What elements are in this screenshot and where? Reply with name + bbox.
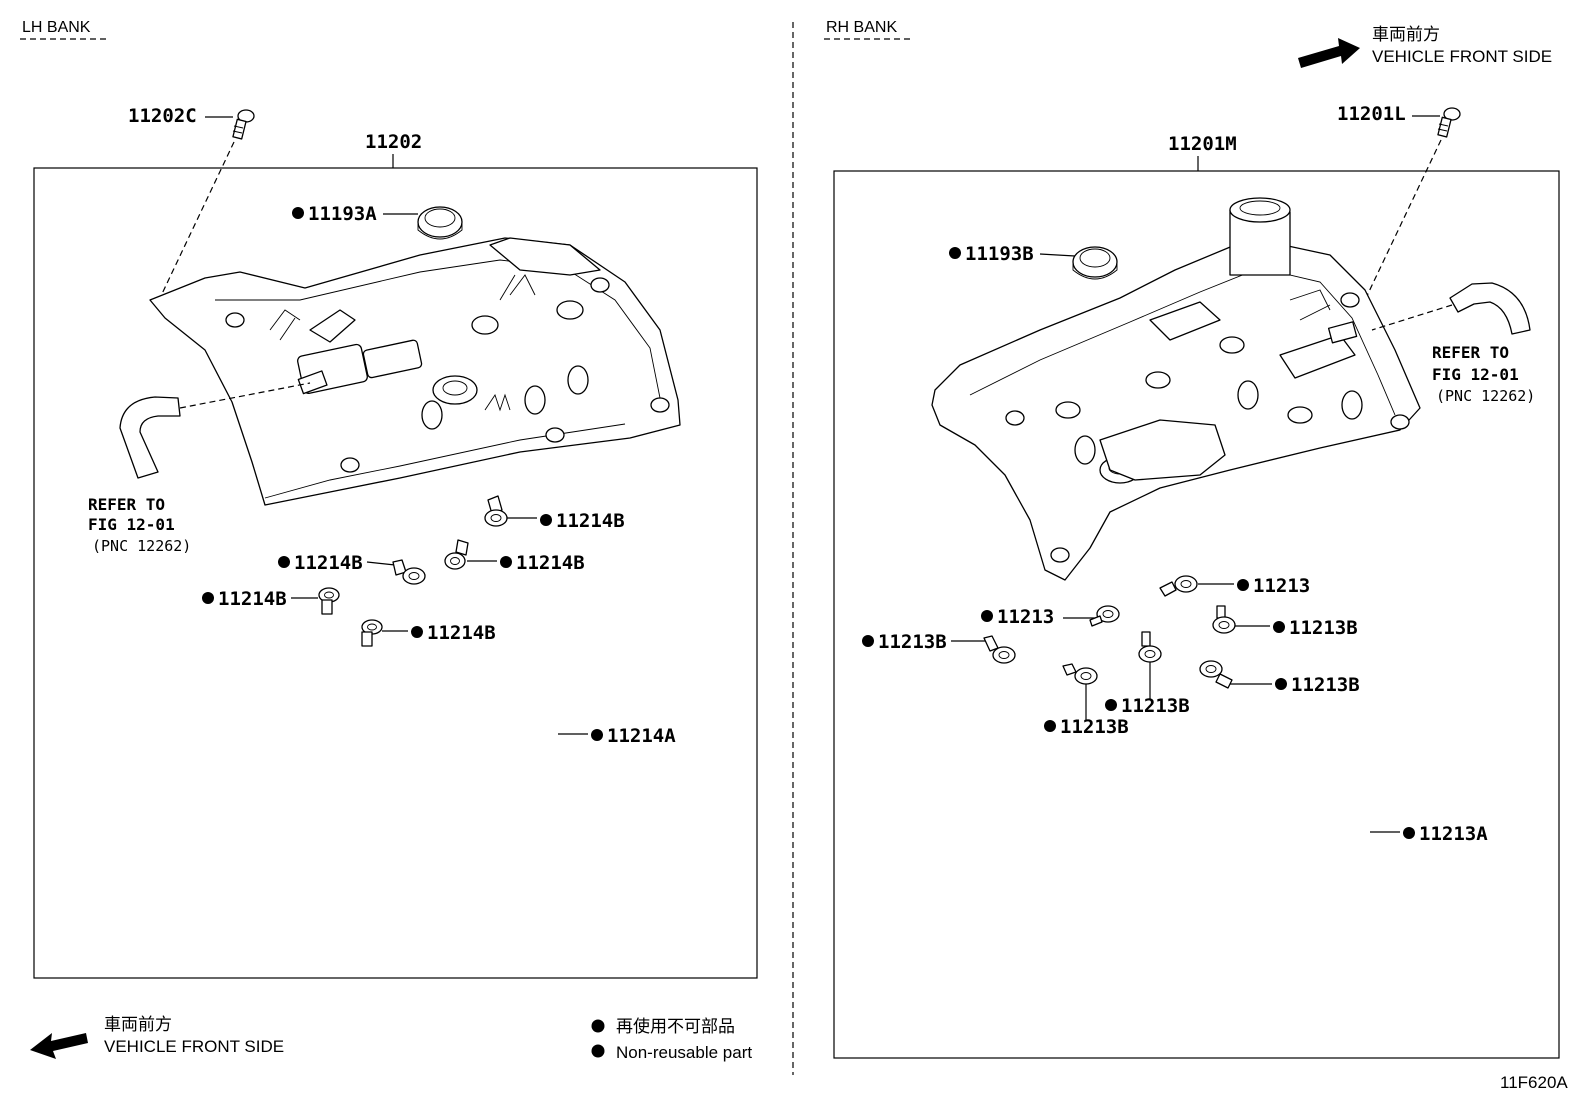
lh-cap-part-number[interactable]: 11193A: [308, 203, 377, 225]
lh-cap-seal-icon: [417, 206, 463, 240]
lh-gasket-nonreusable-dot: [591, 729, 603, 741]
lh-clip-5[interactable]: 11214B: [361, 619, 496, 647]
lh-refer-line1: REFER TO: [88, 495, 165, 514]
rh-valve-cover-icon: [931, 197, 1421, 581]
lh-clip-2-part-number: 11214B: [294, 552, 363, 574]
legend: 再使用不可部品 Non-reusable part: [591, 1016, 752, 1062]
grommet-icon: [392, 559, 426, 585]
rh-clip-1-part-number: 11213: [1253, 575, 1310, 597]
rh-refer-line2[interactable]: FIG 12-01: [1432, 365, 1519, 384]
grommet-icon: [361, 619, 383, 647]
rh-clip-7-part-number: 11213B: [1060, 716, 1129, 738]
grommet-icon: [444, 539, 469, 570]
rh-assembly-frame: [833, 170, 1560, 1059]
legend-jp: 再使用不可部品: [616, 1016, 735, 1036]
lh-clip-1[interactable]: 11214B: [484, 495, 625, 532]
rh-refer-line3: (PNC 12262): [1436, 387, 1535, 405]
rh-clip-6[interactable]: 11213B: [1105, 631, 1190, 717]
rh-gasket-part-number[interactable]: 11213A: [1419, 823, 1488, 845]
rh-clip-3-part-number: 11213B: [878, 631, 947, 653]
lh-ventilation-hose-icon: [119, 396, 181, 479]
rh-ventilation-hose-icon: [1449, 282, 1531, 335]
arrow-left-icon: [30, 1033, 88, 1059]
lh-clip-3-part-number: 11214B: [516, 552, 585, 574]
lh-front-arrow: 車両前方 VEHICLE FRONT SIDE: [30, 1015, 284, 1059]
grommet-icon: [1062, 663, 1098, 685]
grommet-icon: [1138, 631, 1162, 663]
rh-cap-nonreusable-dot: [949, 247, 961, 259]
figure-code: 11F620A: [1500, 1073, 1568, 1092]
lh-clip-3[interactable]: 11214B: [444, 539, 585, 574]
lh-clip-4[interactable]: 11214B: [202, 587, 340, 615]
rh-gasket-nonreusable-dot: [1403, 827, 1415, 839]
rh-clip-2[interactable]: 11213: [981, 605, 1120, 628]
rh-clip-3[interactable]: 11213B: [862, 631, 1016, 664]
lh-clip-4-part-number: 11214B: [218, 588, 287, 610]
lh-front-jp: 車両前方: [104, 1015, 172, 1034]
rh-clip-7[interactable]: 11213B: [1044, 663, 1129, 738]
grommet-icon: [983, 635, 1016, 664]
rh-bolt-part-number[interactable]: 11201L: [1337, 103, 1406, 125]
rh-front-arrow: 車両前方 VEHICLE FRONT SIDE: [1298, 25, 1552, 68]
grommet-icon: [484, 495, 508, 527]
rh-front-jp: 車両前方: [1372, 25, 1440, 44]
rh-cap-seal-icon: [1072, 246, 1118, 280]
rh-clip-2-part-number: 11213: [997, 606, 1054, 628]
lh-assembly-frame: [33, 167, 758, 979]
rh-bank-section: RH BANK 車両前方 VEHICLE FRONT SIDE 11201M 1…: [824, 19, 1560, 1059]
rh-clip-6-part-number: 11213B: [1121, 695, 1190, 717]
lh-gasket-part-number[interactable]: 11214A: [607, 725, 676, 747]
lh-refer-line3: (PNC 12262): [92, 537, 191, 555]
rh-cap-part-number[interactable]: 11193B: [965, 243, 1034, 265]
rh-refer-line1: REFER TO: [1432, 343, 1509, 362]
lh-refer-line2[interactable]: FIG 12-01: [88, 515, 175, 534]
lh-bolt-icon: [232, 109, 255, 140]
rh-clip-1[interactable]: 11213: [1159, 575, 1310, 597]
lh-cover-part-number[interactable]: 11202: [365, 131, 422, 153]
rh-clip-5-part-number: 11213B: [1291, 674, 1360, 696]
grommet-icon: [1159, 575, 1198, 597]
lh-clip-5-part-number: 11214B: [427, 622, 496, 644]
lh-clip-1-part-number: 11214B: [556, 510, 625, 532]
rh-clip-5[interactable]: 11213B: [1199, 660, 1360, 696]
rh-clip-4-part-number: 11213B: [1289, 617, 1358, 639]
lh-clip-2[interactable]: 11214B: [278, 552, 426, 585]
rh-clip-4[interactable]: 11213B: [1212, 605, 1358, 639]
grommet-icon: [1199, 660, 1233, 689]
grommet-icon: [318, 587, 340, 615]
grommet-icon: [1212, 605, 1236, 634]
rh-cover-part-number[interactable]: 11201M: [1168, 133, 1237, 155]
legend-en: Non-reusable part: [616, 1043, 752, 1062]
rh-bank-label: RH BANK: [826, 19, 897, 36]
rh-front-en: VEHICLE FRONT SIDE: [1372, 47, 1552, 66]
lh-bolt-part-number[interactable]: 11202C: [128, 105, 197, 127]
lh-gasket-icon: [98, 671, 602, 899]
lh-bank-section: LH BANK 11202 11202C 11193A: [20, 19, 758, 1062]
rh-bolt-icon: [1437, 107, 1461, 138]
grommet-icon: [1089, 605, 1120, 627]
lh-bank-label: LH BANK: [22, 19, 91, 36]
lh-front-en: VEHICLE FRONT SIDE: [104, 1037, 284, 1056]
lh-valve-cover-icon: [149, 237, 681, 506]
rh-gasket-icon: [913, 728, 1388, 1042]
arrow-right-icon: [1298, 38, 1360, 68]
lh-cap-nonreusable-dot: [292, 207, 304, 219]
